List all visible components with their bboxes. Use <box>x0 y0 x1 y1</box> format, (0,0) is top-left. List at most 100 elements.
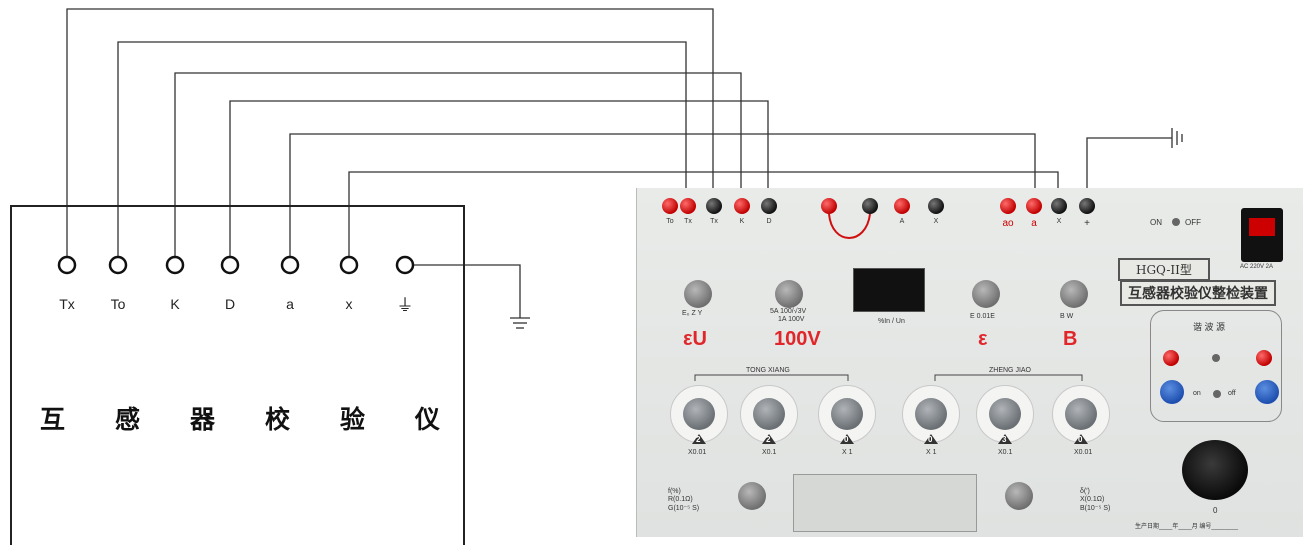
dial-x1-b <box>902 385 960 444</box>
dial-x0.1-a <box>740 385 798 444</box>
knob-bottom-left <box>738 482 766 510</box>
label-eu: εU <box>683 328 707 350</box>
knob-text: 1A 100V <box>778 316 805 323</box>
terminal-ground <box>395 255 415 275</box>
title-char: 验 <box>339 405 365 434</box>
dial-label: X0.01 <box>1074 449 1093 456</box>
dial-value: 2 <box>766 435 771 444</box>
knob-text: B W <box>1060 313 1074 320</box>
bottom-right-text: δ(′) <box>1080 488 1090 495</box>
device-name-plate: 互感器校验仪整检装置 <box>1120 280 1276 306</box>
terminal-label-a: a <box>286 296 294 312</box>
post-label: X <box>1056 218 1062 225</box>
power-switch <box>1172 218 1180 226</box>
harmonic-title: 谐 波 源 <box>1193 322 1226 332</box>
switch-off-label: OFF <box>1185 218 1201 227</box>
knob-b <box>1060 280 1088 308</box>
knob-eu <box>684 280 712 308</box>
dial-value: 3 <box>1002 435 1007 444</box>
terminal-to <box>108 255 128 275</box>
wire-d <box>229 100 769 258</box>
harm-post-left <box>1163 350 1179 366</box>
title-char: 校 <box>264 405 290 434</box>
bottom-right-text: B(10⁻⁵ S) <box>1080 505 1111 512</box>
dial-label: X0.01 <box>688 449 707 456</box>
post-label: ao <box>1002 218 1014 229</box>
group-label-tong-xiang: TONG XIANG <box>742 367 794 374</box>
terminal-d <box>220 255 240 275</box>
post-k <box>734 198 750 214</box>
harm-off-label: off <box>1228 390 1236 397</box>
terminal-label-tx: Tx <box>59 296 75 312</box>
bottom-left-text: G(10⁻⁵ S) <box>668 505 700 512</box>
harm-blue-knob-left <box>1160 380 1184 404</box>
harmonic-source-panel <box>1150 310 1282 422</box>
post-x <box>1051 198 1067 214</box>
knob-text: E 0.01E <box>970 313 995 320</box>
dial-x1-a <box>818 385 876 444</box>
title-char: 感 <box>114 405 140 434</box>
post-d <box>761 198 777 214</box>
post-1 <box>821 198 837 214</box>
post-plus <box>1079 198 1095 214</box>
post-label: Tx <box>684 218 692 225</box>
big-knob-label: 0 <box>1213 506 1218 515</box>
terminal-label-k: K <box>170 296 180 312</box>
title-char: 器 <box>189 405 215 434</box>
label-b: B <box>1063 328 1078 350</box>
dial-label: X0.1 <box>762 449 777 456</box>
wire-ground-left <box>414 264 521 318</box>
transformer-calibrator-box <box>10 205 465 545</box>
terminal-tx <box>57 255 77 275</box>
harm-post-right <box>1256 350 1272 366</box>
dial-value: 2 <box>696 435 701 444</box>
dial-x0.01-a <box>670 385 728 444</box>
post-label: K <box>739 218 745 225</box>
label-plate-blank <box>793 474 977 532</box>
production-footer: 生产日期____年____月 编号________ <box>1135 524 1239 530</box>
large-black-knob <box>1182 440 1248 500</box>
display-label: %In / Un <box>878 318 905 325</box>
bottom-right-text: X(0.1Ω) <box>1080 496 1105 503</box>
post-to-2 <box>680 198 696 214</box>
terminal-label-to: To <box>110 296 126 312</box>
post-label: D <box>766 218 772 225</box>
knob-text: E₀ Z Y <box>682 310 703 317</box>
post-ao <box>1000 198 1016 214</box>
instrument-title: 互 感 器 校 验 仪 <box>40 400 440 436</box>
post-label: Tx <box>710 218 718 225</box>
dial-label: X 1 <box>842 449 853 456</box>
terminal-k <box>165 255 185 275</box>
left-terminals <box>57 255 415 275</box>
switch-on-label: ON <box>1150 218 1162 227</box>
wire-tx <box>66 8 714 258</box>
post-label: To <box>666 218 674 225</box>
terminal-label-d: D <box>224 296 236 312</box>
post-x-cap <box>928 198 944 214</box>
dial-value: 0 <box>844 435 849 444</box>
knob-100v <box>775 280 803 308</box>
terminal-x <box>339 255 359 275</box>
dial-value: 0 <box>1078 435 1083 444</box>
knob-text: 5A 100/√3V <box>770 308 807 315</box>
label-100v: 100V <box>774 328 821 350</box>
dial-x0.1-b <box>976 385 1034 444</box>
terminal-a <box>280 255 300 275</box>
wire-ground-right <box>1086 137 1172 198</box>
bottom-left-text: f(%) <box>668 488 681 495</box>
model-plate: HGQ-II型 <box>1118 258 1210 281</box>
group-label-zheng-jiao: ZHENG JIAO <box>985 367 1036 374</box>
wire-x <box>348 171 1059 258</box>
knob-bottom-right <box>1005 482 1033 510</box>
harm-toggle-bottom <box>1213 390 1221 398</box>
harm-toggle-top <box>1212 354 1220 362</box>
post-to <box>662 198 678 214</box>
title-char: 仪 <box>414 405 440 434</box>
post-a-cap <box>894 198 910 214</box>
wire-k <box>174 72 742 258</box>
digital-display <box>853 268 925 312</box>
terminal-label-x: x <box>345 296 353 312</box>
